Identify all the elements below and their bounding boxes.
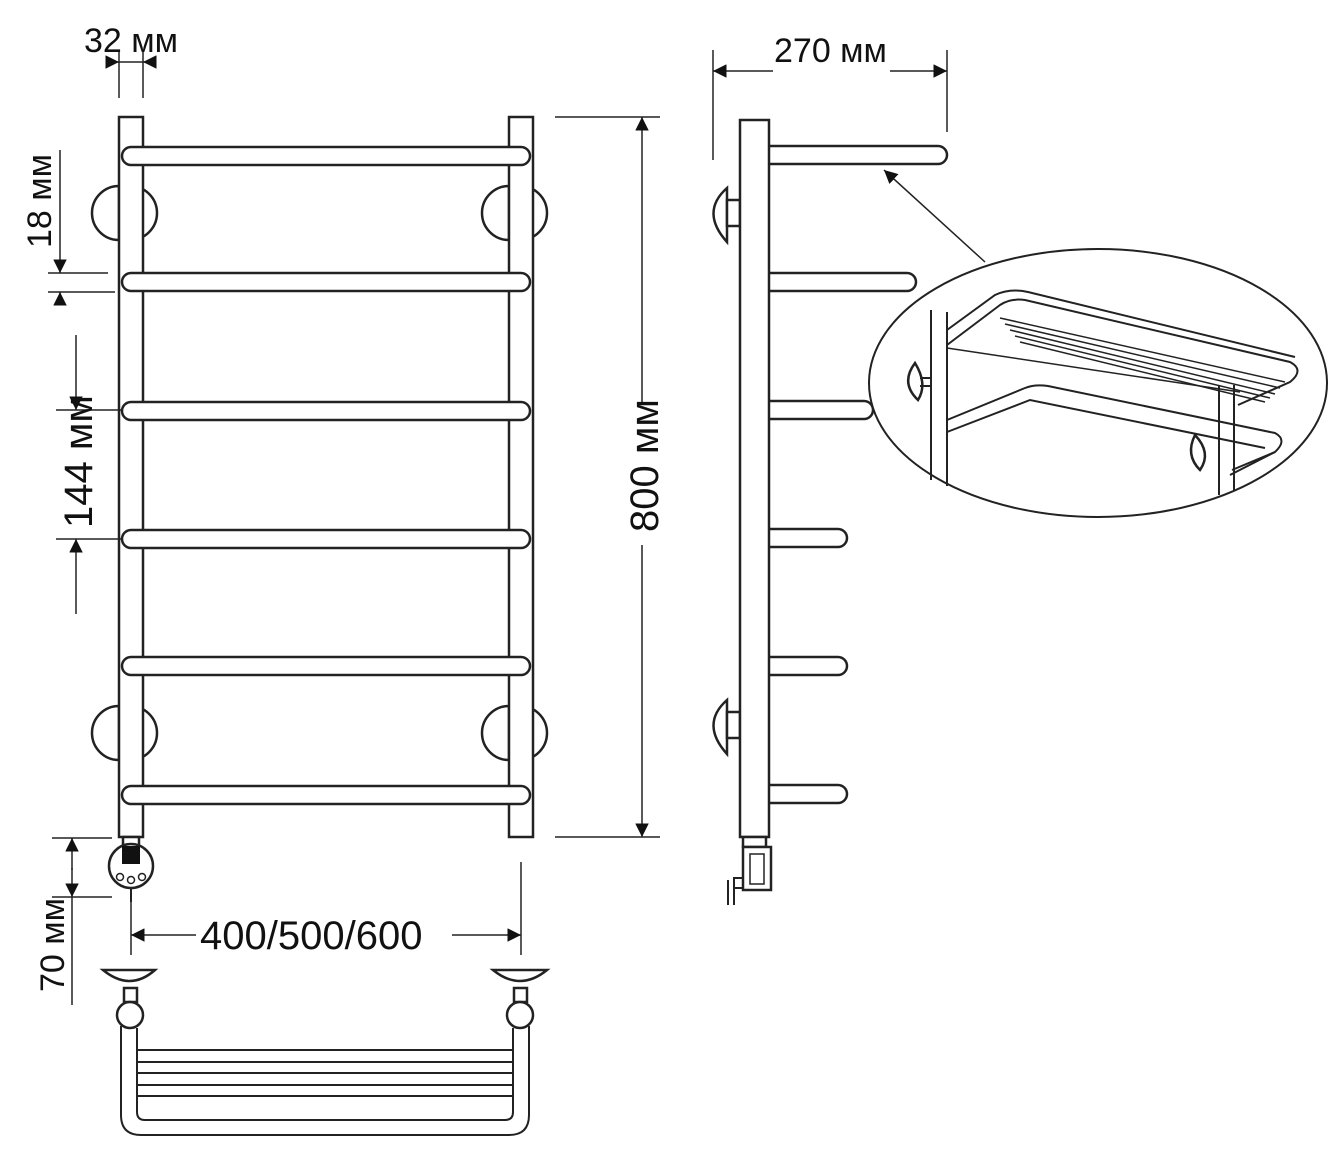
- side-view: 270 мм: [712, 32, 986, 905]
- detail-leader-arrow: [883, 169, 986, 263]
- side-heater: [727, 835, 773, 905]
- dim-height-label: 800 мм: [623, 399, 667, 532]
- right-upright: [507, 115, 535, 839]
- dim-height: 800 мм: [555, 116, 667, 838]
- top-view: [99, 968, 551, 1136]
- dim-bar-spacing-label: 144 мм: [57, 395, 101, 528]
- front-crossbars: [120, 145, 532, 806]
- dim-pipe-diameter: 32 мм: [84, 22, 178, 98]
- dim-bar-thickness: 18 мм: [21, 150, 115, 306]
- dim-depth-label: 270 мм: [774, 32, 887, 70]
- dim-bottom-offset-label: 70 мм: [34, 898, 72, 992]
- heater-control-unit: [107, 835, 155, 902]
- dim-width: 400/500/600: [130, 862, 522, 958]
- dim-bar-thickness-label: 18 мм: [21, 154, 59, 248]
- dim-pipe-diameter-label: 32 мм: [84, 22, 178, 60]
- side-shelves: [769, 144, 949, 805]
- front-view: 32 мм 18 мм 144 мм 800 мм: [21, 22, 667, 1005]
- dim-width-label: 400/500/600: [200, 914, 422, 958]
- dim-depth: 270 мм: [712, 32, 948, 160]
- detail-view: [868, 248, 1328, 518]
- left-upright: [117, 115, 145, 839]
- dim-bar-spacing: 144 мм: [56, 335, 122, 614]
- side-upright: [738, 118, 771, 839]
- dim-bottom-offset: 70 мм: [34, 837, 112, 1005]
